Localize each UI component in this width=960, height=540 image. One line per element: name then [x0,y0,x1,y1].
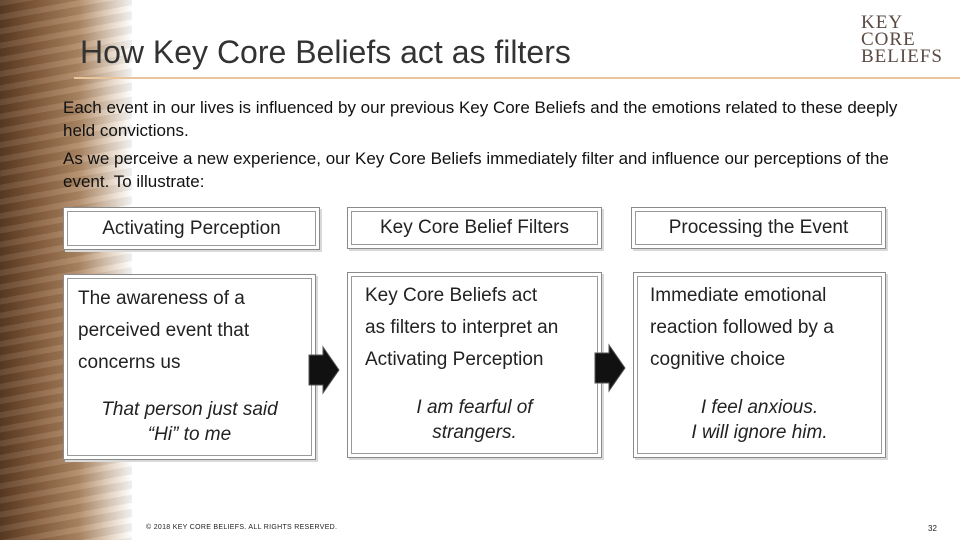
title-underline [74,77,960,79]
description-line: The awareness of a [78,288,245,309]
key-core-beliefs-logo: KEY CORE BELIEFS [861,12,943,67]
logo-line-1: KEY [861,12,904,33]
example-line: I will ignore him. [691,422,828,443]
example-line: I feel anxious. [700,397,819,418]
body-text: Each event in our lives is influenced by… [63,96,903,198]
content-box-activating-perception: The awareness of a perceived event that … [63,274,316,460]
content-box-key-core-belief-filters: Key Core Beliefs act as filters to inter… [347,272,602,458]
copyright-footer: © 2018 KEY CORE BELIEFS. ALL RIGHTS RESE… [146,524,338,531]
header-box-processing-the-event: Processing the Event [631,207,886,249]
logo-line-3: BELIEFS [861,46,943,67]
example: I am fearful of strangers. [348,395,601,445]
header-label: Activating Perception [102,218,281,239]
example-line: strangers. [432,422,517,443]
description-line: Immediate emotional [650,285,827,306]
header-label: Processing the Event [668,217,849,238]
slide-title: How Key Core Beliefs act as filters [80,34,571,70]
example: That person just said “Hi” to me [64,397,315,447]
description: Key Core Beliefs act as filters to inter… [365,280,558,376]
description-line: Key Core Beliefs act [365,285,538,306]
header-box-key-core-belief-filters: Key Core Belief Filters [347,207,602,249]
description-line: perceived event that [78,320,250,341]
right-arrow-icon [308,345,340,395]
page-number: 32 [928,524,937,533]
description-line: cognitive choice [650,349,786,370]
description-line: as filters to interpret an [365,317,559,338]
description-line: Activating Perception [365,349,544,370]
background-photo-strip [0,0,132,540]
header-label: Key Core Belief Filters [379,217,569,238]
description-line: reaction followed by a [650,317,834,338]
title-area: How Key Core Beliefs act as filters [0,0,960,80]
header-box-activating-perception: Activating Perception [63,207,320,250]
right-arrow-icon [594,343,626,393]
example-line: “Hi” to me [147,424,232,445]
logo-line-2: CORE [861,29,916,50]
example-line: That person just said [101,399,278,420]
paragraph-2: As we perceive a new experience, our Key… [63,149,889,191]
content-box-processing-the-event: Immediate emotional reaction followed by… [633,272,886,458]
description: The awareness of a perceived event that … [78,283,249,379]
example-line: I am fearful of [416,397,533,418]
description-line: concerns us [78,352,181,373]
example: I feel anxious. I will ignore him. [634,395,885,445]
description: Immediate emotional reaction followed by… [650,280,834,376]
paragraph-1: Each event in our lives is influenced by… [63,98,898,140]
